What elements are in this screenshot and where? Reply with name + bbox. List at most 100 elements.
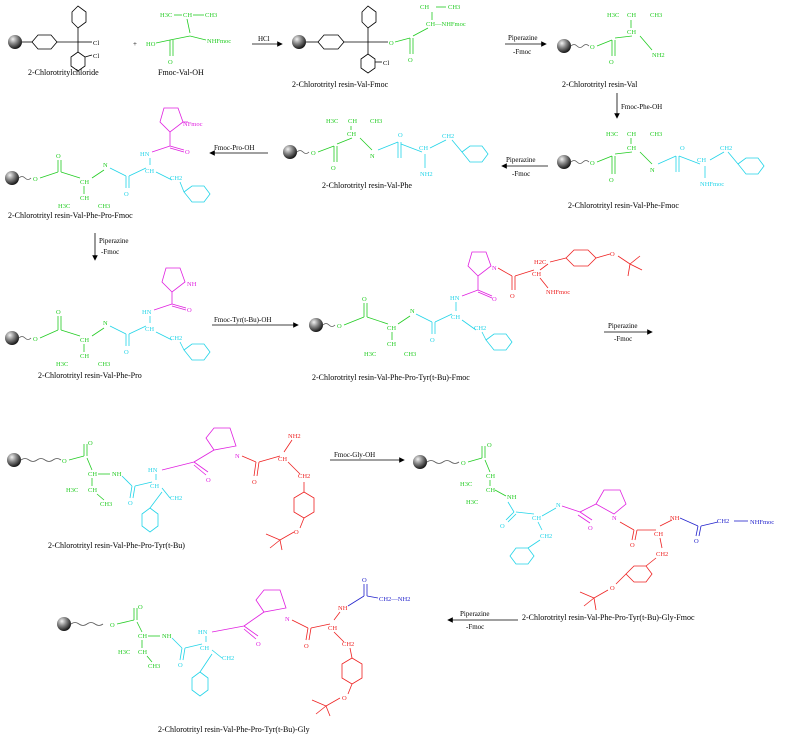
atom-ch3: CH3 — [100, 501, 112, 508]
atom-ch2: CH2 — [717, 518, 729, 525]
atom-o: O — [331, 165, 336, 172]
atom-ch: CH — [138, 649, 147, 656]
reagent-fmoc-phe-oh: Fmoc-Phe-OH — [621, 103, 662, 111]
structure-fmoc-val-oh: H3C CH CH3 HO O NHFmoc — [146, 12, 231, 66]
atom-o: O — [630, 542, 635, 549]
atom-o: O — [110, 622, 115, 629]
benzene-ring — [183, 343, 211, 361]
atom-o: O — [487, 442, 492, 449]
atom-n: N — [285, 616, 290, 623]
atom-o: O — [389, 40, 394, 47]
atom-ch: CH — [419, 145, 428, 152]
resin-bead-icon — [57, 617, 71, 631]
atom-h3c: H3C — [466, 499, 478, 506]
atom-o: O — [430, 337, 435, 344]
structure-resin-val-fmoc: Cl O O CH—NHFmoc CH CH3 — [292, 4, 466, 74]
atom-cl: Cl — [383, 60, 389, 67]
atom-nh2: NH2 — [288, 433, 301, 440]
atom-ch: CH — [486, 487, 495, 494]
benzene-ring — [737, 157, 765, 175]
atom-ch3: CH3 — [148, 663, 160, 670]
atom-n: N — [492, 265, 497, 272]
atom-ch3: CH3 — [370, 118, 382, 125]
atom-n: N — [103, 162, 108, 169]
benzene-ring — [31, 34, 58, 50]
benzene-ring — [625, 565, 653, 583]
atom-n: N — [370, 153, 375, 160]
compound-name-chlorotrityl-chloride: 2-Chlorotritylchloride — [28, 68, 99, 77]
compound-name-resin-val-phe-pro-fmoc: 2-Chlorotrityl resin-Val-Phe-Pro-Fmoc — [8, 211, 133, 220]
atom-n: N — [410, 308, 415, 315]
reagent-minus-fmoc: -Fmoc — [466, 623, 484, 631]
atom-nh: NH — [187, 281, 197, 288]
resin-bead-icon — [7, 453, 21, 467]
atom-n: N — [556, 502, 561, 509]
reagent-piperazine: Piperazine — [460, 610, 490, 618]
structure-chlorotrityl-chloride: Cl Cl — [8, 5, 99, 72]
atom-ch2: CH2 — [720, 145, 732, 152]
atom-o: O — [461, 460, 466, 467]
atom-ch2: CH2 — [474, 325, 486, 332]
atom-nh: NH — [507, 494, 517, 501]
compound-name-resin-val-phe-pro: 2-Chlorotrityl resin-Val-Phe-Pro — [38, 371, 142, 380]
atom-nh2: NH2 — [652, 52, 665, 59]
atom-ch: CH — [387, 325, 396, 332]
compound-name-resin-val-fmoc: 2-Chlorotrityl resin-Val-Fmoc — [292, 80, 389, 89]
atom-h3c: H3C — [66, 487, 78, 494]
atom-h3c: H3C — [606, 131, 618, 138]
atom-o: O — [124, 191, 129, 198]
atom-hn: HN — [148, 467, 158, 474]
atom-h3c: H3C — [160, 12, 172, 19]
atom-nhfmoc: NHFmoc — [546, 289, 570, 296]
benzene-ring — [71, 5, 87, 29]
arrow-couple-pro: Fmoc-Pro-OH — [209, 144, 268, 156]
atom-ch: CH — [654, 531, 663, 538]
arrow-deprotect-3: Piperazine -Fmoc — [92, 233, 129, 261]
atom-ch2: CH2 — [170, 495, 182, 502]
atom-ch: CH — [532, 515, 541, 522]
pyrrolidine-ring — [467, 251, 492, 277]
benzene-ring — [485, 333, 513, 351]
structure-resin-val-phe-pro-tyr-gly: O O CH NH CH H3C CH3 O CH HN CH2 — [57, 577, 410, 717]
atom-h3c: H3C — [607, 12, 619, 19]
atom-o: O — [185, 149, 190, 156]
reagent-fmoc-tyr-oh: Fmoc-Tyr(t-Bu)-OH — [214, 316, 271, 324]
benzene-ring — [461, 145, 489, 163]
atom-ch: CH — [387, 341, 396, 348]
arrow-couple-gly: Fmoc-Gly-OH — [330, 451, 405, 463]
resin-bead-icon — [8, 35, 22, 49]
atom-ch: CH — [145, 168, 154, 175]
atom-hn: HN — [450, 295, 460, 302]
atom-n: N — [650, 167, 655, 174]
atom-o: O — [588, 525, 593, 532]
atom-ch: CH — [328, 625, 337, 632]
atom-ch2: CH2 — [298, 473, 310, 480]
atom-ch: CH — [486, 473, 495, 480]
structure-resin-val: O O CH NH2 H3C CH CH3 — [557, 12, 665, 66]
atom-nhfmoc: NHFmoc — [207, 38, 231, 45]
benzene-ring — [317, 34, 345, 50]
atom-o: O — [408, 57, 413, 64]
compound-name-resin-val-phe-pro-tyr-gly-fmoc: 2-Chlorotrityl resin-Val-Phe-Pro-Tyr(t-B… — [522, 613, 695, 622]
atom-o: O — [33, 336, 38, 343]
atom-ch: CH — [627, 145, 636, 152]
atom-ch3: CH3 — [205, 12, 217, 19]
benzene-ring — [293, 491, 315, 519]
compound-name-resin-val-phe-fmoc: 2-Chlorotrityl resin-Val-Phe-Fmoc — [568, 201, 679, 210]
atom-n: N — [612, 515, 617, 522]
atom-ch2: CH2 — [442, 133, 454, 140]
atom-o: O — [590, 160, 595, 167]
atom-ch: CH — [420, 4, 429, 11]
reagent-hcl: HCl — [258, 35, 270, 43]
atom-o: O — [178, 662, 183, 669]
atom-o: O — [304, 643, 309, 650]
atom-h2c: H2C — [534, 259, 546, 266]
atom-ch: CH — [627, 29, 636, 36]
reagent-piperazine: Piperazine — [608, 322, 638, 330]
compound-name-resin-val-phe-pro-tyr: 2-Chlorotrityl resin-Val-Phe-Pro-Tyr(t-B… — [48, 541, 185, 550]
structure-resin-val-phe: O O CH H3C CH CH3 N O CH NH2 CH2 — [283, 118, 489, 178]
arrow-couple-phe: Fmoc-Phe-OH — [614, 93, 662, 119]
atom-ch: CH — [88, 471, 97, 478]
atom-ch: CH — [150, 483, 159, 490]
atom-ch: CH — [627, 131, 636, 138]
